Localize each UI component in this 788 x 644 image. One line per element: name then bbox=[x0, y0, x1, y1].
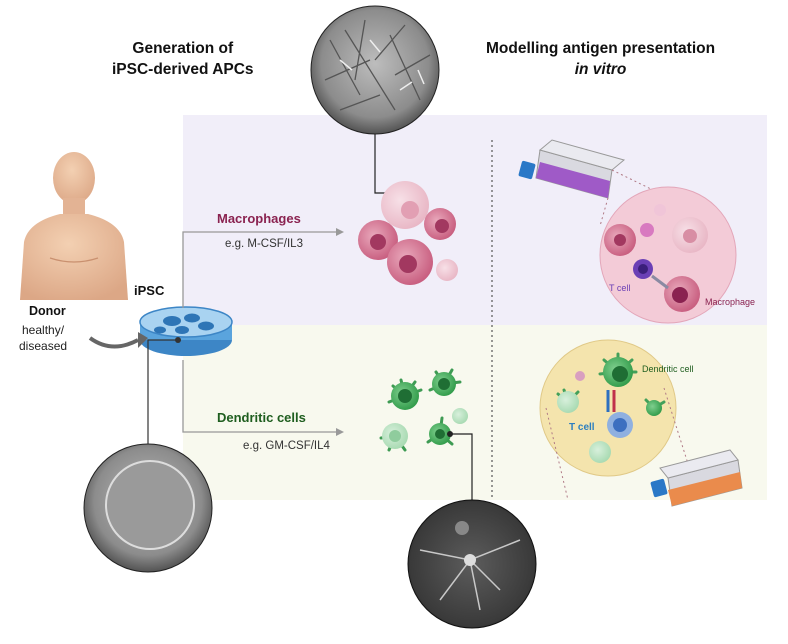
ipsc-micrograph bbox=[83, 443, 213, 573]
ipsc-label: iPSC bbox=[134, 283, 165, 298]
donor-status-line2: diseased bbox=[19, 339, 68, 353]
dendritic-inset bbox=[539, 339, 677, 477]
right-heading: Modelling antigen presentation in vitro bbox=[486, 38, 715, 80]
donor-to-ipsc-arrow bbox=[88, 336, 139, 349]
micrograph-pointer-ipsc bbox=[147, 339, 178, 444]
dendritic-factors: e.g. GM-CSF/IL4 bbox=[243, 440, 330, 452]
donor-label: Donor bbox=[29, 304, 66, 318]
dendritic-micrograph bbox=[407, 499, 537, 629]
macrophage-cells bbox=[358, 181, 458, 285]
left-heading: Generation of iPSC-derived APCs bbox=[112, 38, 254, 80]
inset-dendritic-label: Dendritic cell bbox=[642, 364, 694, 374]
micrograph-pointer-dendritic bbox=[450, 433, 473, 500]
inset-macrophage-label: Macrophage bbox=[705, 297, 756, 307]
donor-status: healthy/ diseased bbox=[19, 322, 67, 354]
ipsc-dish bbox=[139, 306, 233, 356]
dendritic-title: Dendritic cells bbox=[217, 410, 306, 425]
donor-figure bbox=[20, 152, 128, 300]
macrophage-inset bbox=[599, 186, 737, 324]
macrophage-title: Macrophages bbox=[217, 211, 301, 226]
dendritic-cells bbox=[379, 368, 468, 452]
left-heading-line2: iPSC-derived APCs bbox=[112, 61, 254, 78]
donor-status-line1: healthy/ bbox=[22, 323, 65, 337]
macrophage-micrograph bbox=[310, 5, 440, 135]
macrophage-factors: e.g. M-CSF/IL3 bbox=[225, 238, 303, 250]
left-heading-line1: Generation of bbox=[132, 40, 234, 57]
inset-tcell-label-dendritic: T cell bbox=[569, 422, 595, 433]
dendritic-culture-flask bbox=[650, 449, 743, 507]
macrophage-branch-arrow bbox=[182, 231, 336, 308]
dendritic-branch-arrow bbox=[182, 360, 336, 433]
right-heading-line2: in vitro bbox=[574, 61, 627, 78]
right-heading-line1: Modelling antigen presentation bbox=[486, 40, 716, 57]
inset-tcell-label-macrophage: T cell bbox=[609, 283, 631, 293]
